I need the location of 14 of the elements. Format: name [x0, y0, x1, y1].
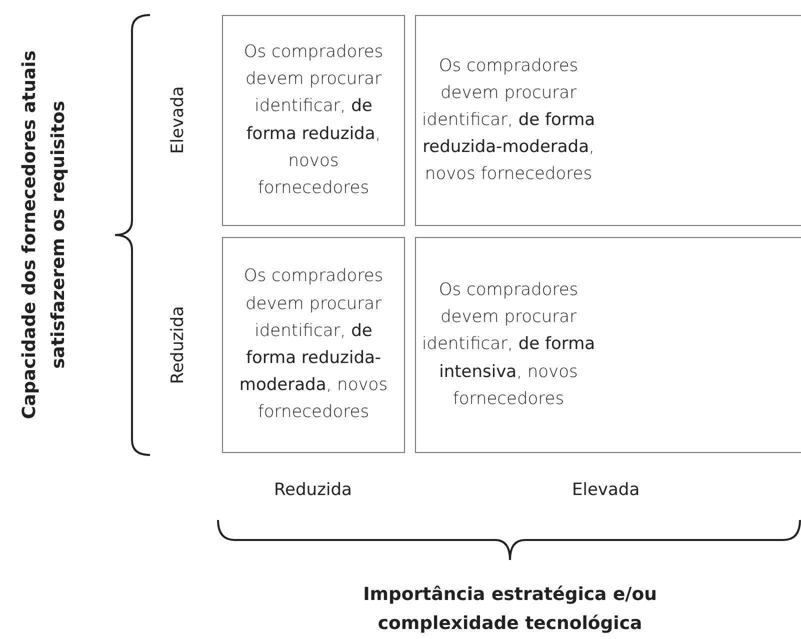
cell-text: Os compradores devem procurar identificar, de forma intensiva, novos fornecedores	[420, 279, 596, 411]
axis-label: Elevada	[572, 480, 640, 500]
matrix-cell	[222, 15, 405, 226]
axis-title: Capacidade dos fornecedores atuais satisfazerem os requisitos	[18, 49, 70, 422]
matrix-cell	[415, 15, 801, 226]
cell-text: Os compradores devem procurar identificar, de forma reduzida, novos fornecedores	[242, 40, 384, 200]
axis-label: Reduzida	[274, 480, 352, 500]
cell-text: Os compradores devem procurar identificar, de forma reduzida-moderada, novos fornecedores	[420, 54, 596, 186]
matrix-cell	[415, 237, 801, 453]
axis-title: Importância estratégica e/ou complexidade tecnológica	[362, 583, 658, 636]
axis-label: Elevada	[168, 86, 188, 154]
axis-label: Reduzida	[168, 306, 188, 384]
matrix-cell	[222, 237, 405, 453]
cell-text: Os compradores devem procurar identificar, de forma reduzida-moderada, novos fornecedores	[238, 265, 389, 424]
